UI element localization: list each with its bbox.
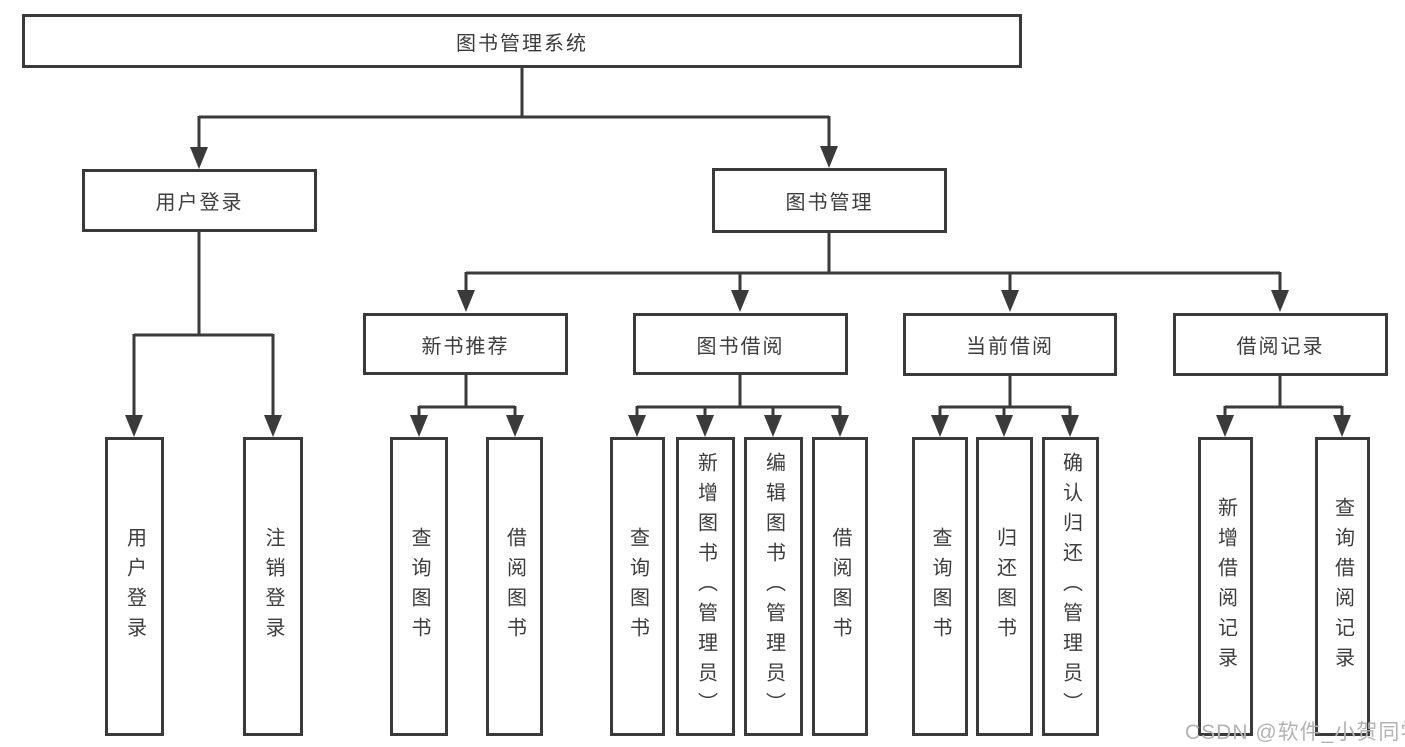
leaf-add-borrow-record-label: 新增借阅记录 <box>1214 496 1237 677</box>
node-borrowing-records-label: 借阅记录 <box>1236 336 1325 358</box>
node-new-book-recommend-label: 新书推荐 <box>421 335 510 358</box>
node-root-label: 图书管理系统 <box>456 32 588 55</box>
leaf-confirm-return-admin-label: 确认归还（管理员） <box>1059 451 1082 722</box>
leaf-user-login-label: 用户登录 <box>123 526 146 647</box>
node-book-management-label: 图书管理 <box>785 192 874 214</box>
node-book-borrowing-label: 图书借阅 <box>696 335 785 358</box>
leaf-query-books-current: 查询图书 <box>912 437 968 736</box>
node-user-login: 用户登录 <box>82 169 317 232</box>
node-current-borrowing: 当前借阅 <box>903 313 1117 376</box>
leaf-confirm-return-admin: 确认归还（管理员） <box>1042 437 1099 736</box>
leaf-add-books-admin: 新增图书（管理员） <box>676 437 735 736</box>
arrowheads <box>125 146 1351 437</box>
leaf-query-books-borrowing-label: 查询图书 <box>626 526 649 647</box>
leaf-borrow-books-recommend-label: 借阅图书 <box>503 526 526 647</box>
leaf-return-books: 归还图书 <box>976 437 1033 736</box>
node-user-login-label: 用户登录 <box>155 192 244 214</box>
leaf-return-books-label: 归还图书 <box>993 526 1016 647</box>
leaf-add-books-admin-label: 新增图书（管理员） <box>694 451 717 722</box>
node-current-borrowing-label: 当前借阅 <box>966 336 1054 358</box>
leaf-query-borrow-record: 查询借阅记录 <box>1315 437 1370 736</box>
leaf-user-login: 用户登录 <box>105 437 164 736</box>
leaf-add-borrow-record: 新增借阅记录 <box>1198 437 1253 736</box>
leaf-borrow-books-label: 借阅图书 <box>829 526 851 647</box>
node-book-borrowing: 图书借阅 <box>633 313 848 375</box>
leaf-edit-books-admin: 编辑图书（管理员） <box>744 437 803 736</box>
leaf-borrow-books: 借阅图书 <box>812 437 868 736</box>
leaf-logout: 注销登录 <box>243 437 303 736</box>
leaf-query-books-borrowing: 查询图书 <box>610 437 665 736</box>
leaf-query-books-recommend-label: 查询图书 <box>408 526 430 647</box>
leaf-borrow-books-recommend: 借阅图书 <box>486 437 543 736</box>
node-book-management: 图书管理 <box>712 168 947 233</box>
node-borrowing-records: 借阅记录 <box>1173 313 1388 376</box>
csdn-watermark: CSDN @软件_小贺同学 <box>1185 721 1405 744</box>
node-new-book-recommend: 新书推荐 <box>363 313 568 375</box>
leaf-query-borrow-record-label: 查询借阅记录 <box>1331 496 1354 677</box>
leaf-query-books-recommend: 查询图书 <box>390 437 448 736</box>
node-root-library-management-system: 图书管理系统 <box>22 14 1022 68</box>
leaf-edit-books-admin-label: 编辑图书（管理员） <box>762 451 785 722</box>
leaf-query-books-current-label: 查询图书 <box>929 526 951 647</box>
leaf-logout-label: 注销登录 <box>262 526 284 647</box>
